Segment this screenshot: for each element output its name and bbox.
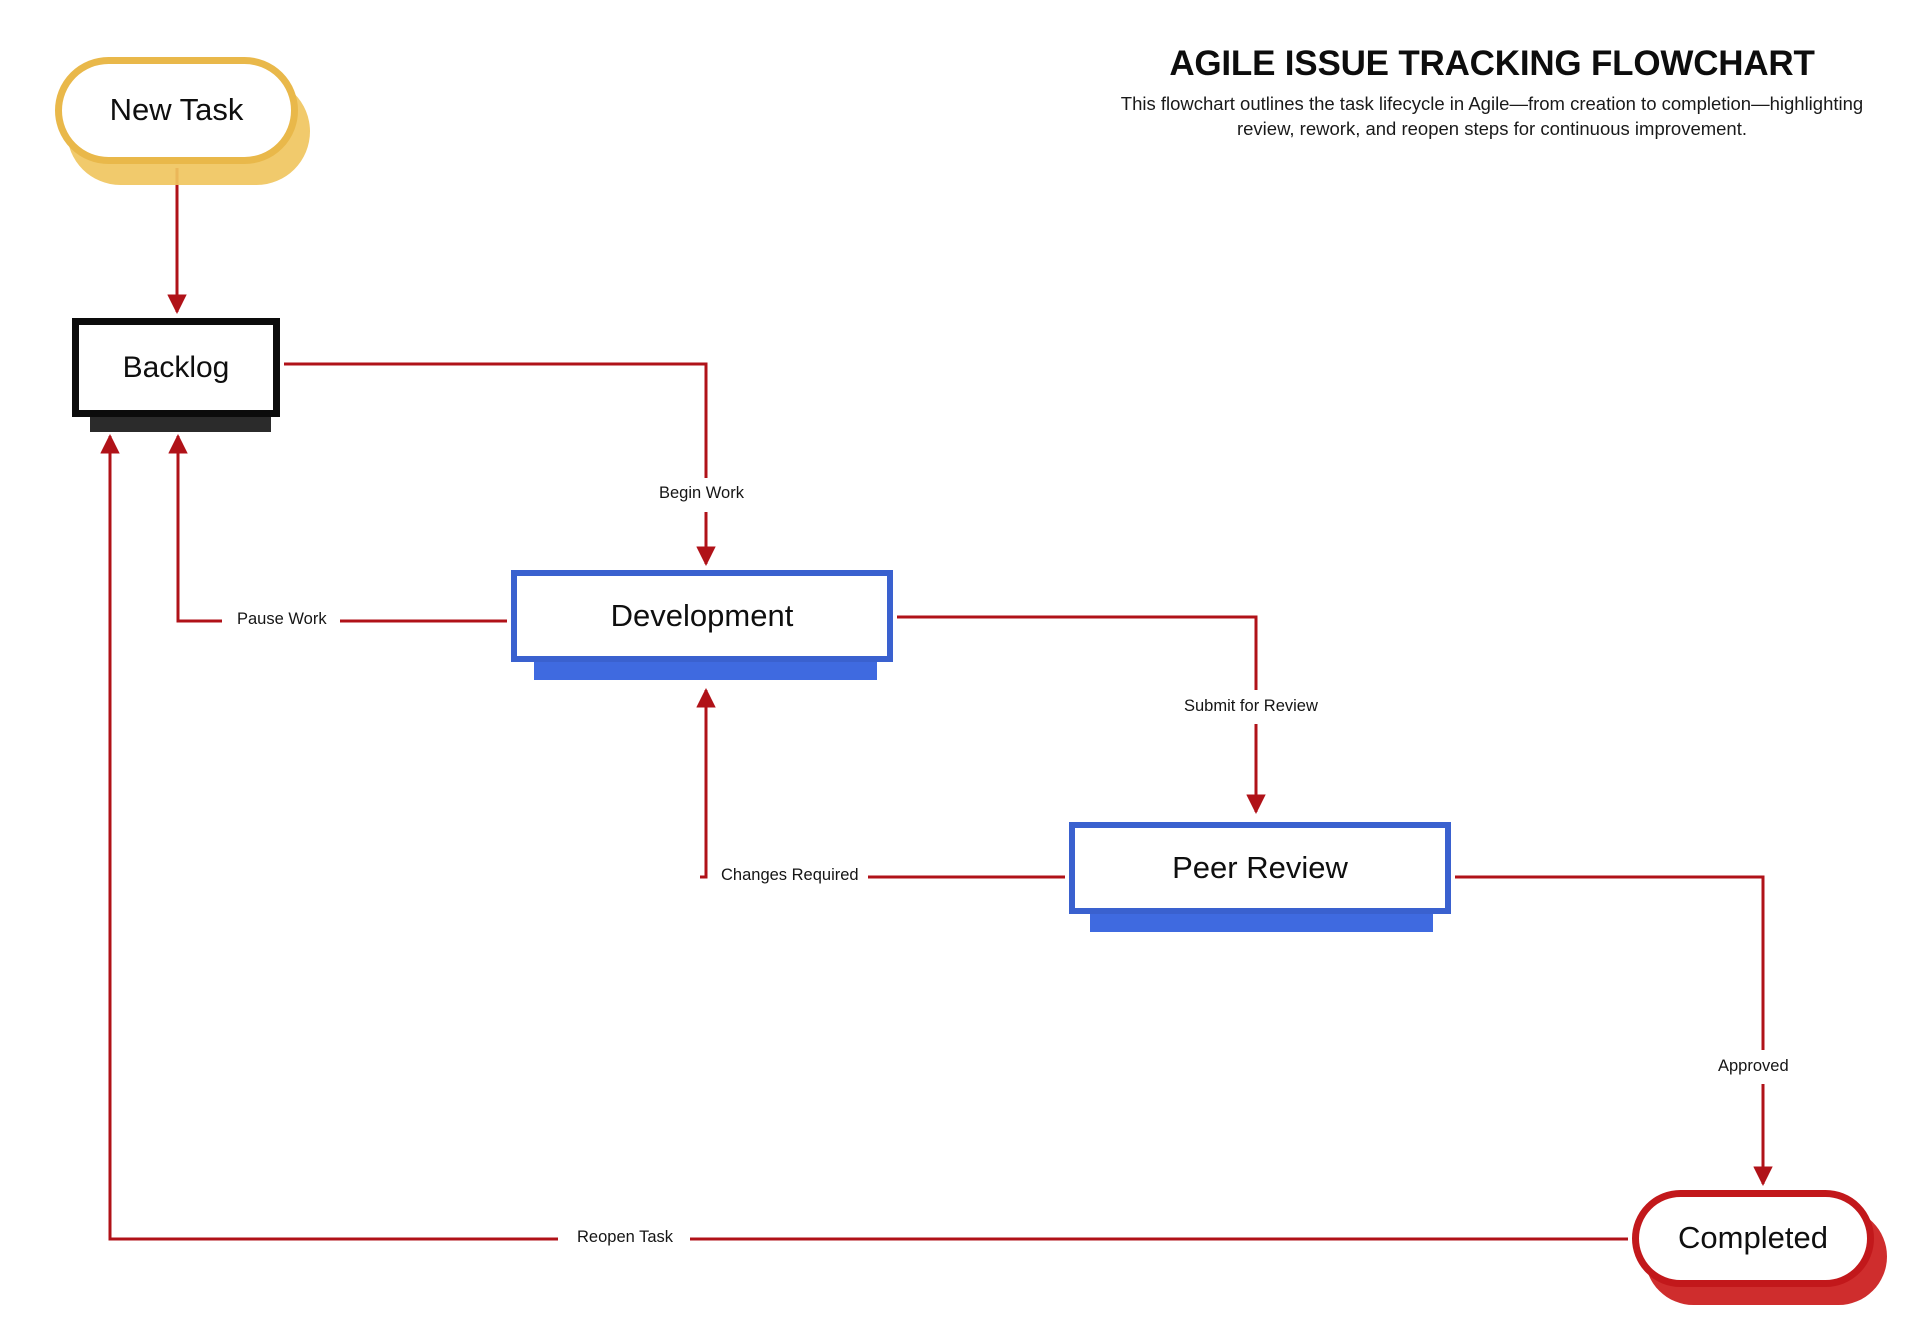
node-backlog-label: Backlog: [122, 351, 230, 384]
edge-peer-review-to-development-seg2: [696, 688, 716, 879]
edge-development-to-peer-review-seg1: [897, 615, 1258, 690]
page-subtitle: This flowchart outlines the task lifecyc…: [1120, 92, 1864, 139]
node-new-task[interactable]: New Task: [55, 57, 298, 164]
edge-backlog-to-development-seg1: [284, 362, 708, 478]
node-backlog[interactable]: Backlog: [72, 318, 280, 417]
edge-label-pause-work: Pause Work: [228, 608, 336, 631]
edge-label-approved: Approved: [1709, 1055, 1798, 1078]
node-peer-review[interactable]: Peer Review: [1069, 822, 1451, 914]
edge-label-changes-required: Changes Required: [712, 864, 868, 887]
edge-label-begin-work: Begin Work: [650, 482, 753, 505]
node-peer-review-label: Peer Review: [1172, 849, 1348, 885]
node-development-label: Development: [610, 597, 794, 633]
node-new-task-label: New Task: [109, 92, 244, 128]
edge-label-reopen-task: Reopen Task: [568, 1226, 683, 1249]
edge-peer-review-to-completed-seg1: [1455, 875, 1765, 1050]
node-development[interactable]: Development: [511, 570, 893, 662]
node-completed-label: Completed: [1678, 1220, 1828, 1256]
page-title: AGILE ISSUE TRACKING FLOWCHART: [1169, 44, 1815, 83]
chart-header: AGILE ISSUE TRACKING FLOWCHART This flow…: [1112, 44, 1872, 142]
node-completed[interactable]: Completed: [1632, 1190, 1874, 1287]
edge-label-submit-for-review: Submit for Review: [1175, 695, 1327, 718]
edge-completed-to-backlog-seg2: [100, 434, 558, 1241]
edge-development-to-backlog-seg2: [168, 434, 222, 623]
